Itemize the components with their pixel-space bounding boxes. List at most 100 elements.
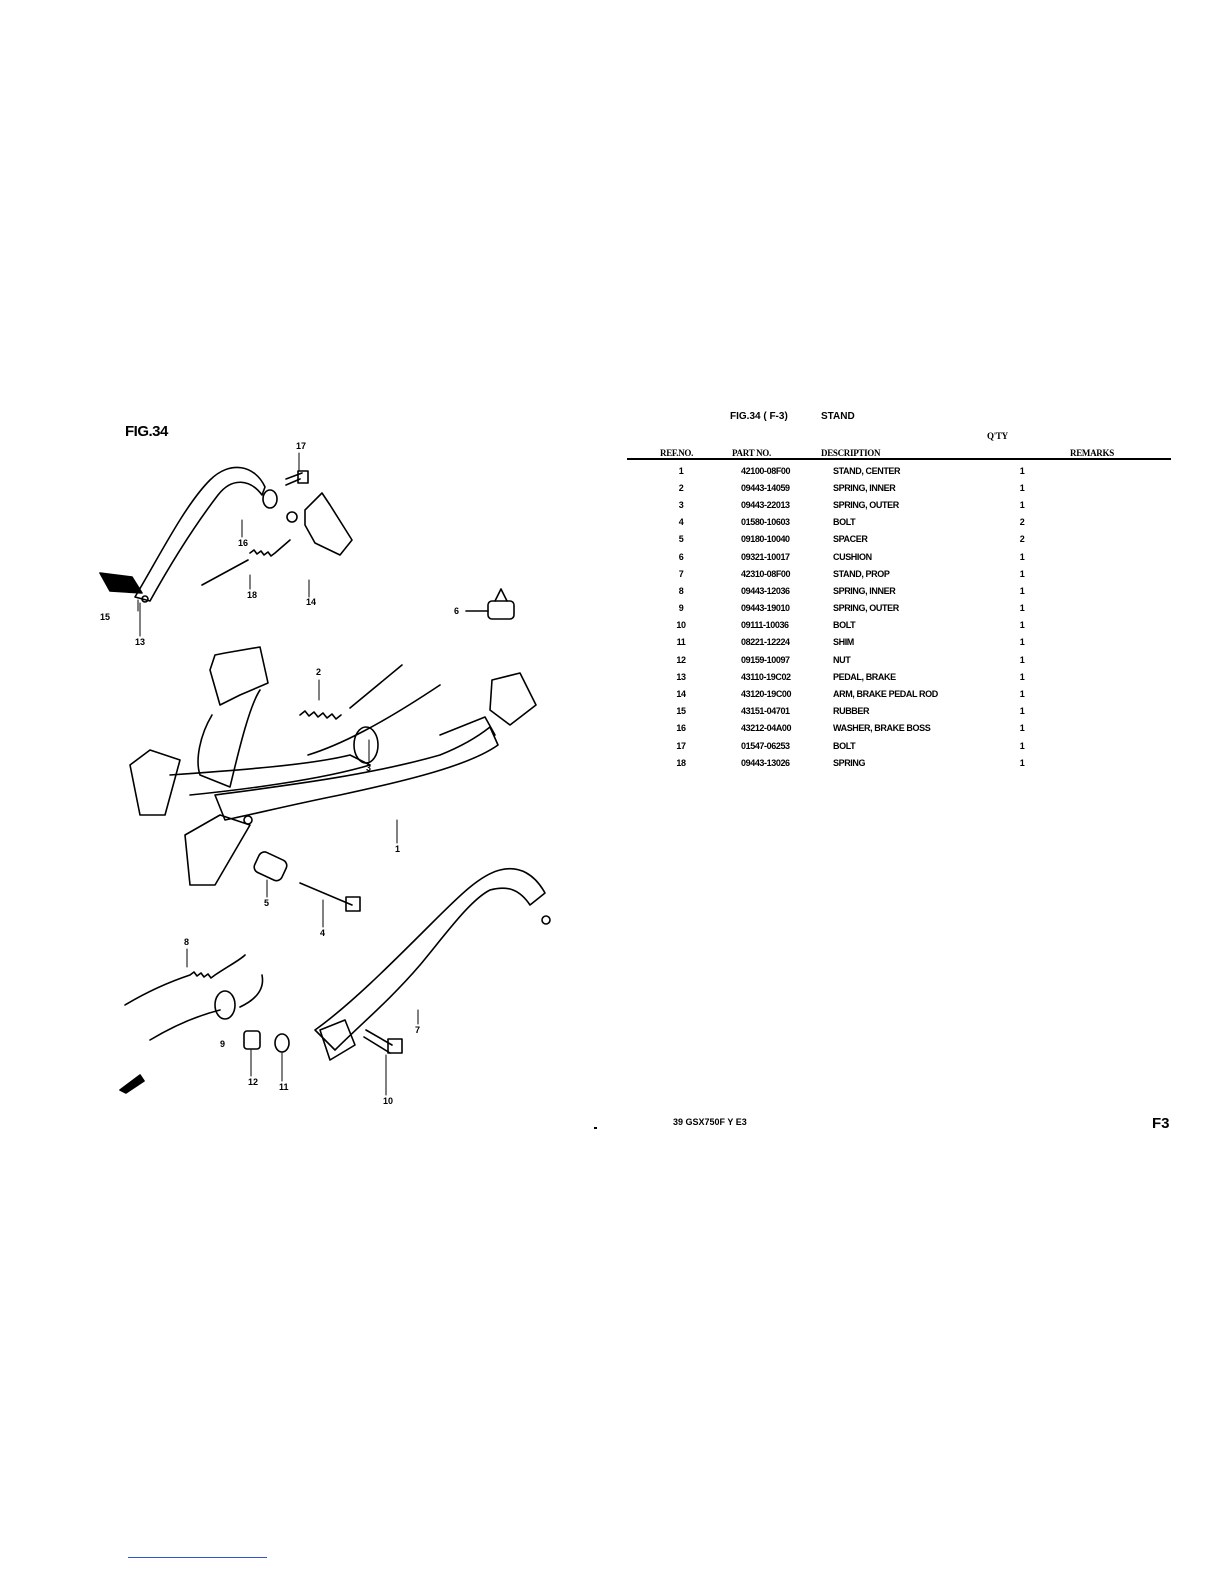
remarks-cell [1051, 651, 1171, 668]
callout-10: 10 [383, 1096, 393, 1106]
description-cell: STAND, CENTER [833, 465, 901, 476]
qty-cell: 1 [1019, 499, 1025, 510]
ref-no-cell: 13 [676, 671, 686, 682]
qty-cell: 1 [1019, 740, 1025, 751]
shim-drawing [274, 1033, 290, 1053]
ref-no-cell: 7 [678, 568, 684, 579]
qty-cell: 1 [1019, 568, 1025, 579]
description-cell: PEDAL, BRAKE [833, 671, 896, 682]
ref-no-cell: 15 [676, 706, 686, 717]
qty-cell: 2 [1019, 517, 1025, 528]
description-cell: SHIM [833, 637, 854, 648]
description-cell: SPRING, INNER [833, 482, 896, 493]
col-header-description: DESCRIPTION [821, 448, 881, 458]
page-number: F3 [1152, 1115, 1170, 1132]
description-cell: SPRING, OUTER [833, 499, 899, 510]
callout-2: 2 [316, 667, 321, 677]
part-no-cell: 42100-08F00 [741, 465, 791, 476]
qty-cell: 1 [1019, 654, 1025, 665]
ref-no-cell: 4 [678, 517, 684, 528]
prop-stand-drawing [314, 868, 551, 1061]
callout-8: 8 [184, 937, 189, 947]
qty-cell: 2 [1019, 534, 1025, 545]
qty-cell: 1 [1019, 585, 1025, 596]
spring-9-drawing [149, 974, 264, 1041]
col-header-refno: REF.NO. [660, 448, 694, 458]
description-cell: BOLT [833, 620, 856, 631]
callout-3: 3 [366, 763, 371, 773]
ref-no-cell: 8 [678, 585, 684, 596]
group-name: STAND [821, 411, 855, 422]
description-cell: SPACER [833, 534, 868, 545]
callout-6: 6 [454, 606, 459, 616]
table-row: 8 09443-12036 SPRING, INNER 1 [627, 582, 1171, 599]
part-no-cell: 01547-06253 [741, 740, 790, 751]
callout-4: 4 [320, 928, 325, 938]
spring-3-drawing [307, 684, 441, 756]
qty-cell: 1 [1019, 603, 1025, 614]
part-no-cell: 09443-12036 [741, 585, 790, 596]
remarks-cell [1051, 737, 1171, 754]
part-no-cell: 42310-08F00 [741, 568, 791, 579]
ref-no-cell: 9 [678, 603, 684, 614]
bolt-4-drawing [299, 882, 353, 906]
qty-cell: 1 [1019, 482, 1025, 493]
ref-no-cell: 16 [676, 723, 686, 734]
part-no-cell: 09443-19010 [741, 603, 790, 614]
description-cell: SPRING [833, 757, 866, 768]
cushion-drawing [465, 588, 515, 620]
qty-cell: 1 [1019, 757, 1025, 768]
part-no-cell: 43212-04A00 [741, 723, 792, 734]
remarks-cell [1051, 565, 1171, 582]
callout-9: 9 [220, 1039, 225, 1049]
part-no-cell: 08221-12224 [741, 637, 790, 648]
remarks-cell [1051, 582, 1171, 599]
description-cell: WASHER, BRAKE BOSS [833, 723, 931, 734]
ref-no-cell: 18 [676, 757, 686, 768]
brake-pedal-drawing [99, 466, 266, 603]
washer-drawing [262, 489, 278, 509]
part-no-cell: 09443-22013 [741, 499, 790, 510]
spring-2-drawing [299, 664, 403, 720]
ref-no-cell: 3 [678, 499, 684, 510]
callout-15: 15 [100, 612, 110, 622]
callout-5: 5 [264, 898, 269, 908]
figure-label: FIG.34 [125, 423, 168, 440]
col-header-partno: PART NO. [732, 448, 771, 458]
description-cell: ARM, BRAKE PEDAL ROD [833, 689, 938, 700]
part-no-cell: 09159-10097 [741, 654, 790, 665]
ref-no-cell: 17 [676, 740, 686, 751]
exploded-parts-diagram: 17 16 18 14 15 13 6 2 3 1 5 4 8 9 12 11 … [90, 415, 580, 1115]
ref-no-cell: 10 [676, 620, 686, 631]
remarks-cell [1051, 634, 1171, 651]
description-cell: BOLT [833, 740, 856, 751]
front-arrow-icon [119, 1074, 145, 1094]
description-cell: SPRING, INNER [833, 585, 896, 596]
col-header-qty: Q'TY [987, 431, 1008, 441]
part-no-cell: 43151-04701 [741, 706, 790, 717]
col-header-remarks: REMARKS [1070, 448, 1114, 458]
ref-no-cell: 12 [676, 654, 686, 665]
callout-12: 12 [248, 1077, 258, 1087]
ref-no-cell: 14 [676, 689, 686, 700]
spring-18-drawing [201, 539, 291, 586]
part-no-cell: 09443-14059 [741, 482, 790, 493]
part-no-cell: 09321-10017 [741, 551, 790, 562]
remarks-cell [1051, 548, 1171, 565]
remarks-cell [1051, 668, 1171, 685]
spring-8-drawing [124, 954, 246, 1006]
qty-cell: 1 [1019, 706, 1025, 717]
dot-mark [594, 1127, 597, 1129]
